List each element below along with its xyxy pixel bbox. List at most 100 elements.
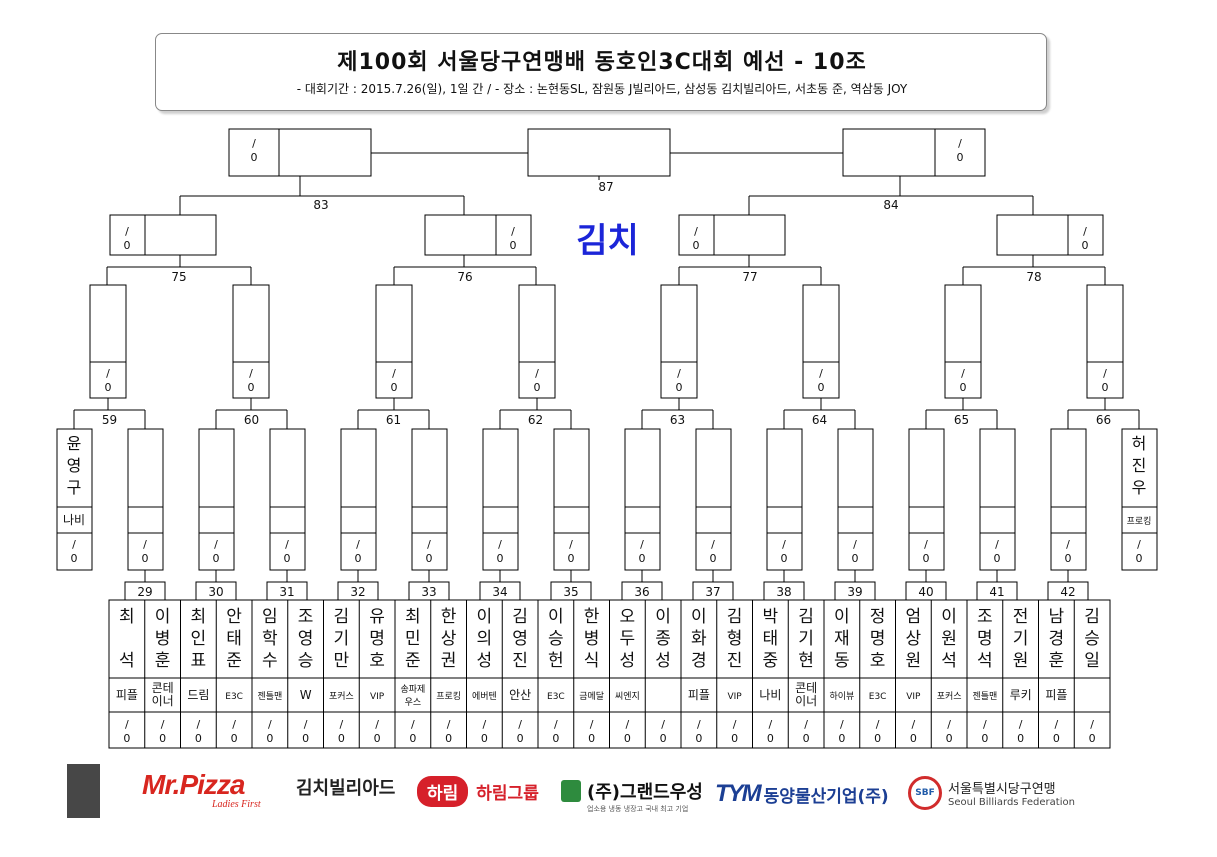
player-name-char: 헌 (548, 651, 564, 671)
venue-label: 김치 (576, 221, 639, 261)
player-name-char: 진 (512, 651, 528, 671)
player-name-char: 화 (691, 629, 707, 649)
round1-match-number: 42 (1060, 585, 1075, 599)
round1-match-number: 36 (634, 585, 649, 599)
player-score-7-value: 0 (374, 732, 381, 745)
player-name-char: 이 (834, 607, 850, 627)
player-name-char: 상 (906, 629, 922, 649)
bye-score-1-value: 0 (1136, 552, 1143, 565)
player-club: VIP (906, 692, 921, 702)
grand-leaf-icon (561, 780, 581, 802)
round2-match-number: 64 (812, 413, 827, 427)
grand-tagline: 업소용 냉동 냉장고 국내 최고 기업 (587, 805, 689, 813)
player-name-char: 조 (977, 607, 993, 627)
round1-match-number: 34 (492, 585, 507, 599)
player-name-char: 승 (1084, 629, 1100, 649)
player-name-char: 이 (655, 607, 671, 627)
grand-name: (주)그랜드우성 (587, 782, 703, 803)
sponsor-kimchi-logo: 김치빌리아드 (296, 774, 395, 800)
quarter-score-5-slash: / (819, 367, 823, 380)
quarter-score-0-slash: / (106, 367, 110, 380)
page-title: 제100회 서울당구연맹배 동호인3C대회 예선 - 10조 (337, 50, 867, 75)
round2-slot (269, 428, 306, 571)
round2-score-12-slash: / (995, 538, 999, 551)
quarter-score-5-value: 0 (818, 381, 825, 394)
player-name-char: 병 (584, 629, 600, 649)
player-score-6-value: 0 (338, 732, 345, 745)
round2-match-number: 65 (954, 413, 969, 427)
final-match-number: 87 (598, 180, 613, 194)
player-name-char: 종 (655, 629, 671, 649)
player-score-8-slash: / (411, 718, 415, 731)
player-score-2-slash: / (197, 718, 201, 731)
bye-score-1-slash: / (1137, 538, 1141, 551)
player-club: VIP (370, 692, 385, 702)
round2-score-11-slash: / (924, 538, 928, 551)
player-score-15-slash: / (661, 718, 665, 731)
player-name-char: 남 (1049, 607, 1065, 627)
semi-score-2-slash: / (694, 225, 698, 238)
player-name-char: 석 (977, 651, 993, 671)
player-score-13-slash: / (590, 718, 594, 731)
player-club: 젠틀맨 (257, 691, 282, 702)
round2-slot (624, 428, 661, 571)
player-score-26-value: 0 (1053, 732, 1060, 745)
player-name-char: 조 (298, 607, 314, 627)
quarter-score-1-slash: / (249, 367, 253, 380)
player-score-27-value: 0 (1089, 732, 1096, 745)
player-name-char: 중 (763, 651, 779, 671)
quarter-match-number: 77 (742, 270, 757, 284)
player-score-2-value: 0 (195, 732, 202, 745)
player-name-char: 김 (798, 607, 814, 627)
player-name-char: 성 (477, 651, 493, 671)
round2-score-4-slash: / (427, 538, 431, 551)
round2-score-0-value: 0 (142, 552, 149, 565)
player-club: 이너 (795, 694, 817, 708)
player-name-char: 민 (405, 629, 421, 649)
round1-match-number: 39 (847, 585, 862, 599)
sponsor-mrpizza-logo: Mr.Pizza Ladies First (142, 770, 261, 810)
player-club: 프로킹 (436, 690, 461, 702)
player-club: 포커스 (329, 691, 354, 702)
round1-match-number: 38 (776, 585, 791, 599)
round2-match-number: 62 (528, 413, 543, 427)
sponsor-grand-logo: (주)그랜드우성 업소용 냉동 냉장고 국내 최고 기업 (561, 778, 703, 814)
player-name-char: 한 (441, 607, 457, 627)
round2-match-number: 66 (1096, 413, 1111, 427)
final-score-left-slash: / (252, 137, 256, 150)
player-club: 피플 (688, 688, 710, 702)
player-score-6-slash: / (340, 718, 344, 731)
player-name-char: 승 (298, 651, 314, 671)
player-score-10-value: 0 (481, 732, 488, 745)
player-score-24-value: 0 (981, 732, 988, 745)
player-club: 젠틀맨 (972, 691, 997, 702)
player-name-char: 이 (941, 607, 957, 627)
player-name-char: 태 (763, 629, 779, 649)
seoul-emblem-icon: SBF (908, 776, 942, 810)
round2-score-12-value: 0 (994, 552, 1001, 565)
player-name-char: 성 (655, 651, 671, 671)
player-score-18-value: 0 (767, 732, 774, 745)
player-score-7-slash: / (375, 718, 379, 731)
harim-badge: 하림 (417, 776, 469, 807)
player-score-19-value: 0 (803, 732, 810, 745)
player-name-char: 승 (548, 629, 564, 649)
player-name-char: 김 (1084, 607, 1100, 627)
player-score-23-slash: / (947, 718, 951, 731)
round2-score-5-value: 0 (497, 552, 504, 565)
player-club: 하이뷰 (829, 691, 854, 702)
player-score-11-slash: / (518, 718, 522, 731)
player-name-char: 학 (262, 629, 278, 649)
player-score-25-value: 0 (1017, 732, 1024, 745)
player-name-char: 엄 (906, 607, 922, 627)
player-club: 포커스 (937, 691, 962, 702)
player-name-char: 기 (798, 629, 814, 649)
seoul-name-kr: 서울특별시당구연맹 (948, 782, 1056, 797)
player-score-1-slash: / (161, 718, 165, 731)
player-club: 드림 (187, 688, 209, 702)
player-name-char: 진 (727, 651, 743, 671)
semi-score-3-slash: / (1083, 225, 1087, 238)
player-name-char: 명 (369, 629, 385, 649)
semi-score-3-value: 0 (1082, 239, 1089, 252)
player-name-char: 석 (119, 651, 135, 671)
